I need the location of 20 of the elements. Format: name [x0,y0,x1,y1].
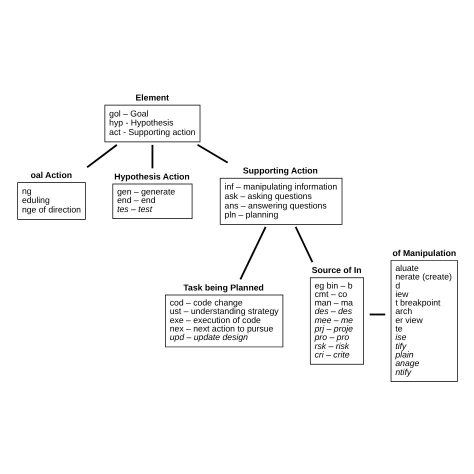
connector [196,144,228,164]
node-box: aluate nerate (create) d iew t breakpoint arch er view te ise tify plain anage ntify [390,260,458,382]
node-label: Hypothesis Action [114,171,190,182]
connector [86,144,117,168]
connector [239,226,266,280]
node-label: Element [135,92,169,102]
node-box: ng eduling nge of direction [16,182,86,220]
connector [294,226,313,263]
node-box: gen – generate end – end tes – test [112,184,192,219]
node-box: cod – code change ust – understanding strategy exe – execution of code nex – next action to pursue upd – update design [164,294,283,348]
node-label: oal Action [30,170,72,180]
node-label: Supporting Action [242,166,318,176]
connector [151,144,153,168]
connector [369,314,385,316]
node-box: inf – manipulating information ask – asking questions ans – answering questions pln – planning [219,178,342,225]
node-box: gol – Goal hyp - Hypothesis act - Supporting action [104,104,200,142]
node-label: Task being Planned [182,282,264,292]
node-label: of Manipulation [392,248,456,258]
node-box: eg bin – b cmt – co man – ma des – des mee – me prj – proje pro – pro rsk – risk cri – crite [309,277,364,365]
node-label: Source of In [311,265,362,276]
